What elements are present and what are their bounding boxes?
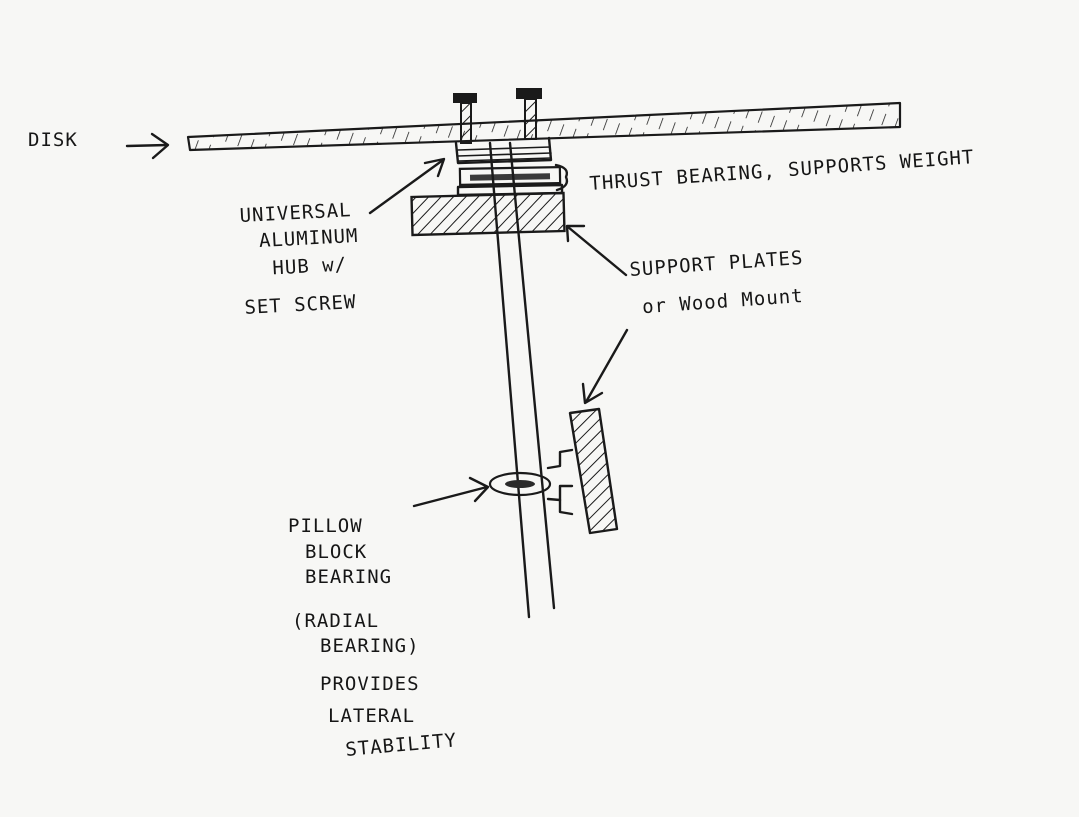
label-pillow-line-2: BLOCK (305, 541, 367, 563)
shaft (488, 141, 556, 619)
label-pillow-block: PILLOW BLOCK BEARING (RADIAL BEARING) PR… (288, 515, 458, 761)
label-thrust-bearing: THRUST BEARING, SUPPORTS WEIGHT (589, 146, 975, 195)
label-support-plates-line-1: SUPPORT PLATES (629, 247, 804, 281)
aluminum-hub (454, 136, 553, 165)
label-pillow-line-5: BEARING) (320, 635, 420, 657)
label-hub-line-4: SET SCREW (244, 291, 357, 319)
label-pillow-line-3: BEARING (305, 566, 392, 588)
arrow-wood-mount (581, 328, 629, 405)
label-pillow-line-1: PILLOW (288, 515, 363, 537)
disk-screw-right (516, 88, 542, 140)
thrust-bearing (456, 163, 569, 197)
label-hub: UNIVERSAL ALUMINUM HUB w/ SET SCREW (239, 199, 359, 319)
label-support-plates: SUPPORT PLATES or Wood Mount (629, 247, 804, 318)
label-hub-line-1: UNIVERSAL (239, 199, 352, 227)
arrow-pillow-block (412, 476, 490, 508)
label-hub-line-2: ALUMINUM (258, 225, 359, 252)
label-pillow-line-6: PROVIDES (320, 673, 420, 695)
label-pillow-line-8: STABILITY (345, 729, 458, 761)
label-hub-line-3: HUB w/ (272, 253, 348, 279)
disk (186, 101, 902, 152)
arrow-hub (368, 157, 446, 215)
label-pillow-line-4: (RADIAL (292, 610, 379, 632)
support-plate-top (410, 191, 566, 237)
label-disk: DISK (28, 129, 78, 151)
label-support-plates-line-2: or Wood Mount (641, 285, 804, 318)
wood-mount (568, 407, 619, 535)
label-pillow-line-7: LATERAL (328, 705, 415, 727)
disk-screw-left (453, 93, 477, 144)
arrow-support-plate-top (565, 224, 628, 277)
pillow-block-bearing (488, 448, 574, 516)
arrow-disk (125, 132, 170, 160)
